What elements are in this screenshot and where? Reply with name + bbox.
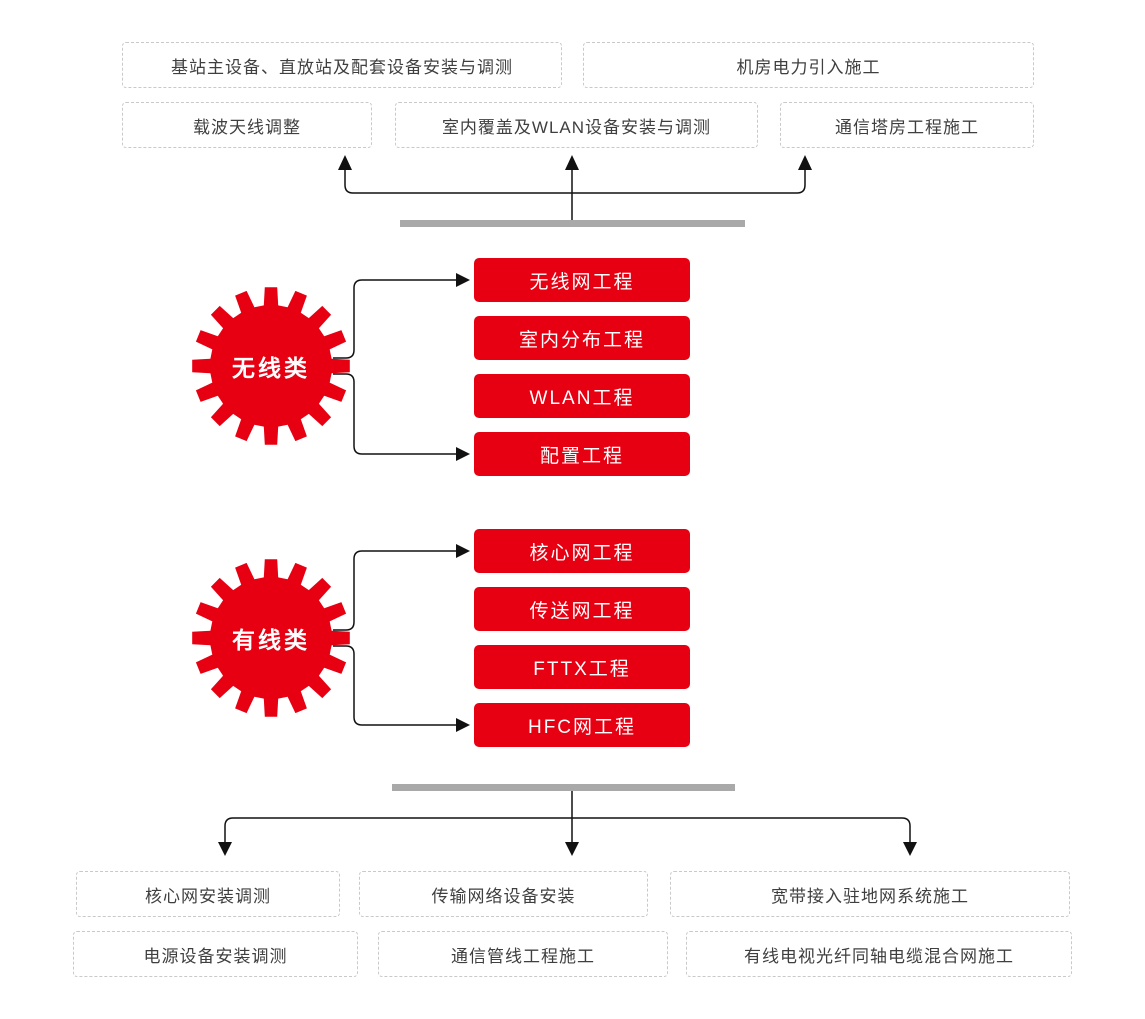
top-box-carrier-antenna: 载波天线调整 xyxy=(122,102,372,148)
bottom-box-broadband-access: 宽带接入驻地网系统施工 xyxy=(670,871,1070,917)
red-box-indoor-distribution: 室内分布工程 xyxy=(474,316,690,360)
top-box-tower-room: 通信塔房工程施工 xyxy=(780,102,1034,148)
red-box-transport-network: 传送网工程 xyxy=(474,587,690,631)
divider-bar-bottom xyxy=(392,784,735,791)
gear-layer xyxy=(192,287,350,717)
top-box-indoor-wlan: 室内覆盖及WLAN设备安装与调测 xyxy=(395,102,758,148)
bottom-box-power-install: 电源设备安装调测 xyxy=(73,931,358,977)
red-box-configuration: 配置工程 xyxy=(474,432,690,476)
top-box-base-station: 基站主设备、直放站及配套设备安装与调测 xyxy=(122,42,562,88)
wireless-gear-icon xyxy=(192,287,350,445)
wired-gear-icon xyxy=(192,559,350,717)
bottom-box-pipeline: 通信管线工程施工 xyxy=(378,931,668,977)
red-box-core-network: 核心网工程 xyxy=(474,529,690,573)
top-connector xyxy=(338,155,812,220)
red-box-fttx: FTTX工程 xyxy=(474,645,690,689)
bottom-connector xyxy=(218,791,917,856)
red-box-wireless-network: 无线网工程 xyxy=(474,258,690,302)
divider-bar-top xyxy=(400,220,745,227)
wireless-connectors xyxy=(333,273,470,461)
bottom-box-hfc-catv: 有线电视光纤同轴电缆混合网施工 xyxy=(686,931,1072,977)
wired-connectors xyxy=(333,544,470,732)
red-box-hfc: HFC网工程 xyxy=(474,703,690,747)
bottom-box-transmission-install: 传输网络设备安装 xyxy=(359,871,648,917)
top-box-power-intro: 机房电力引入施工 xyxy=(583,42,1034,88)
bottom-box-core-install: 核心网安装调测 xyxy=(76,871,340,917)
red-box-wlan: WLAN工程 xyxy=(474,374,690,418)
